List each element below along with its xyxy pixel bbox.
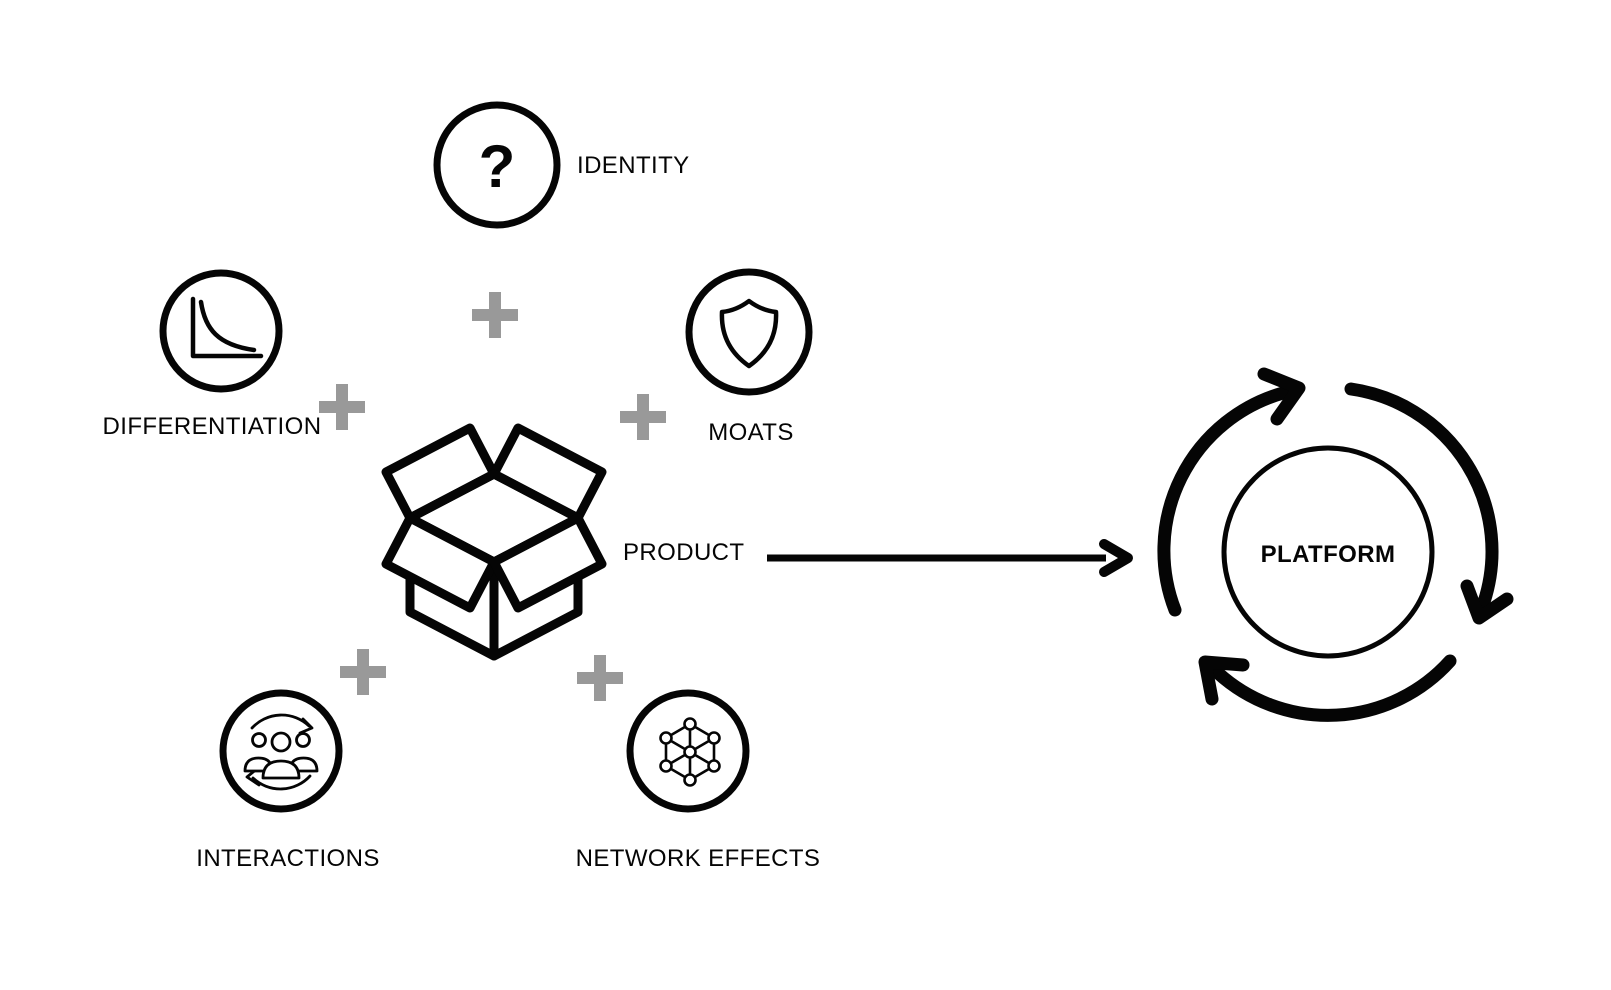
circular-cycle-arrows-icon <box>1157 367 1514 722</box>
network-node <box>707 731 721 745</box>
node-platform: PLATFORM <box>1157 367 1514 722</box>
moats-circle <box>685 268 813 396</box>
product-label: PRODUCT <box>623 539 744 566</box>
node-identity: ? IDENTITY <box>433 101 690 229</box>
network-node <box>683 745 697 759</box>
interactions-label: INTERACTIONS <box>196 845 379 872</box>
plus-icon-right <box>620 394 666 440</box>
network-node <box>683 773 697 787</box>
plus-icon-left <box>319 384 365 430</box>
identity-label: IDENTITY <box>577 152 690 179</box>
node-product: PRODUCT <box>381 423 744 661</box>
chart-axes <box>190 296 264 359</box>
plus-icon-bottom-right <box>577 655 623 701</box>
person-center-body <box>261 759 301 780</box>
network-effects-label: NETWORK EFFECTS <box>576 845 821 872</box>
node-interactions: INTERACTIONS <box>196 689 379 872</box>
network-graph-icon <box>659 717 721 787</box>
plus-operators <box>319 292 666 701</box>
arrow-head-icon <box>1099 539 1133 577</box>
box-front-left-flap <box>381 513 499 613</box>
open-box-icon <box>381 423 607 661</box>
plus-icon-top <box>472 292 518 338</box>
cycle-arrowhead-top <box>1257 367 1306 426</box>
platform-label: PLATFORM <box>1261 541 1396 568</box>
person-left-head <box>251 732 267 748</box>
chart-decay-curve <box>198 299 257 353</box>
node-network-effects: NETWORK EFFECTS <box>576 689 821 872</box>
box-front-right-flap <box>489 513 607 613</box>
differentiation-label: DIFFERENTIATION <box>103 413 322 440</box>
network-node <box>659 759 673 773</box>
network-node <box>659 731 673 745</box>
person-center-head <box>270 731 292 753</box>
differentiation-circle <box>159 269 283 393</box>
people-group-cycle-icon <box>243 713 319 791</box>
cycle-top-arrowhead <box>298 717 314 735</box>
shield-icon <box>719 298 779 369</box>
network-node <box>683 717 697 731</box>
network-nodes <box>659 717 721 787</box>
cycle-arrowhead-right <box>1460 579 1514 625</box>
node-moats: MOATS <box>685 268 813 446</box>
platform-circle <box>1221 445 1435 659</box>
product-to-platform-arrow <box>767 539 1133 577</box>
question-mark-icon: ? <box>479 133 516 200</box>
cycle-top-arc <box>250 713 311 730</box>
identity-circle <box>433 101 561 229</box>
cycle-bottom-arc <box>251 774 312 791</box>
plus-icon-bottom-left <box>340 649 386 695</box>
person-right-head <box>295 732 311 748</box>
moats-label: MOATS <box>708 419 794 446</box>
cycle-arc-right <box>1344 382 1499 609</box>
cycle-arc-bottom <box>1211 654 1457 722</box>
declining-curve-chart-icon <box>190 296 264 359</box>
cycle-arc-left <box>1157 386 1290 617</box>
network-node <box>707 759 721 773</box>
cycle-arrowhead-left <box>1198 655 1250 706</box>
box-rim-back-edges <box>405 469 583 523</box>
node-differentiation: DIFFERENTIATION <box>103 269 322 440</box>
